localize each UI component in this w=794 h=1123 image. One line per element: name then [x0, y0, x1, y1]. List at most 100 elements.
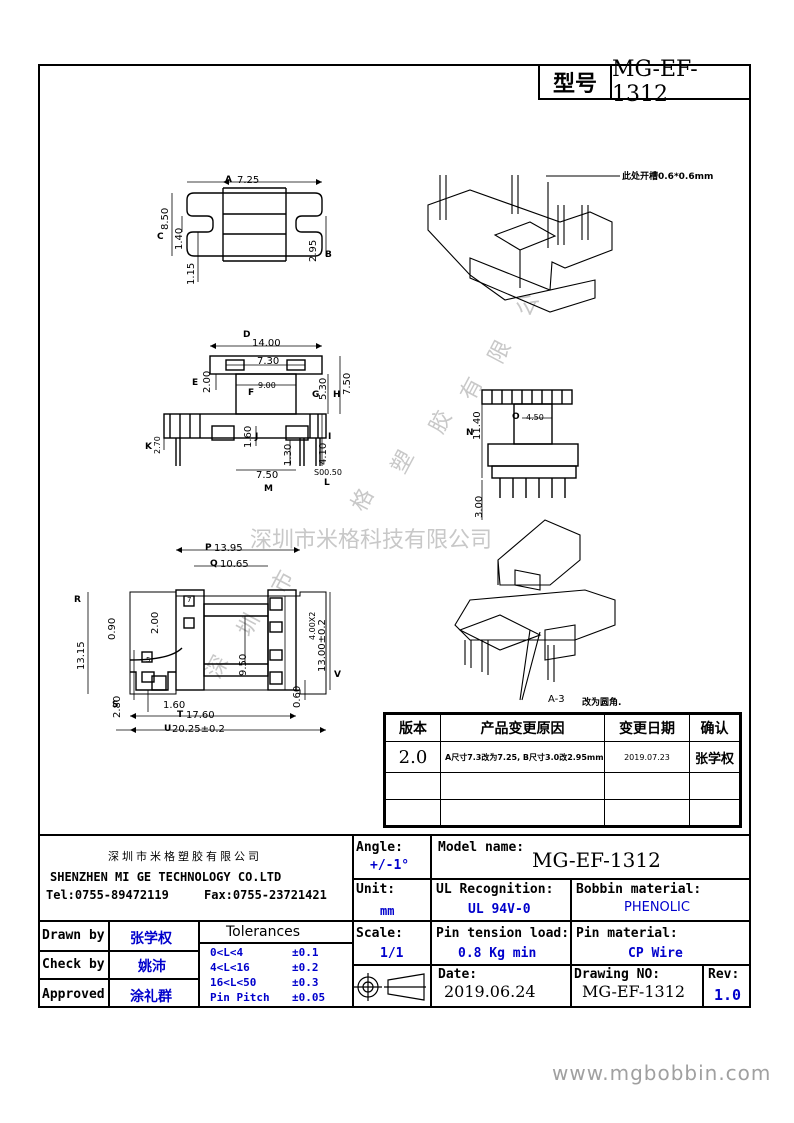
drawing-frame: [38, 64, 751, 1008]
footer-url[interactable]: www.mgbobbin.com: [552, 1061, 772, 1085]
dim-n-side: 11.40: [472, 411, 483, 440]
bobbin-label: Bobbin material:: [576, 882, 702, 897]
pin-material-label: Pin material:: [576, 926, 678, 941]
rev-header-version: 版本: [385, 714, 441, 742]
pin-num-5: 5: [146, 656, 151, 664]
letter-l: L: [324, 478, 330, 488]
side-view-outline: [481, 389, 579, 498]
dim-i: 4.10: [318, 442, 329, 465]
dim-d: 14.00: [252, 338, 281, 349]
bottom-view-outline: [129, 589, 327, 695]
rev-by: 张学权: [689, 741, 740, 773]
dim-e: 2.00: [202, 370, 213, 393]
dim-pin: 3.00: [474, 495, 485, 518]
top-view-outline: [186, 187, 323, 262]
watermark-company: 深圳市米格科技有限公司: [250, 528, 493, 553]
unit-value: mm: [380, 904, 395, 918]
ul-value: UL 94V-0: [468, 902, 531, 917]
tol-value-2: ±0.3: [292, 976, 319, 989]
dim-n: 1.30: [283, 443, 294, 466]
dim-a: 7.25: [237, 175, 260, 186]
letter-c: C: [157, 232, 164, 242]
rev-header-date: 变更日期: [604, 714, 690, 742]
dim-f: 9.00: [258, 381, 276, 390]
rev-date: 2019.07.23: [604, 741, 690, 773]
dim-r: 13.15: [76, 641, 87, 670]
angle-label: Angle:: [356, 840, 403, 855]
check-by: 姚沛: [138, 959, 166, 975]
letter-s: S: [112, 700, 119, 710]
drawing-no-label: Drawing NO:: [574, 967, 661, 982]
letter-u: U: [164, 724, 172, 734]
rev-header-confirm: 确认: [689, 714, 740, 742]
dim-m: 7.50: [256, 470, 279, 481]
chamfer-note: 改为圆角.: [582, 698, 622, 708]
tol-range-1: 4<L<16: [210, 961, 250, 974]
front-view-outline: [163, 355, 327, 466]
letter-b: B: [325, 250, 332, 260]
pin-tension-label: Pin tension load:: [436, 926, 570, 941]
approved-by: 涂礼群: [130, 989, 172, 1005]
approved-label: Approved: [42, 987, 105, 1002]
rev-label: Rev:: [708, 967, 740, 982]
dim-y: 0.90: [107, 617, 118, 640]
iso-view-bottom: [454, 519, 616, 701]
letter-f: F: [248, 388, 255, 398]
company-en: SHENZHEN MI GE TECHNOLOGY CO.LTD: [50, 870, 282, 884]
dim-l: S00.50: [314, 468, 342, 477]
dim-aa: 1.60: [163, 700, 186, 711]
letter-n: N: [466, 428, 474, 438]
type-label: 型号: [540, 66, 612, 98]
letter-d: D: [243, 330, 251, 340]
letter-a: A: [225, 175, 232, 185]
letter-q: Q: [210, 559, 218, 569]
drawn-by-label: Drawn by: [42, 928, 105, 943]
dim-o: 4.50: [526, 413, 544, 422]
tol-range-0: 0<L<4: [210, 946, 244, 959]
rev-value: 1.0: [714, 986, 742, 1004]
letter-i: I: [328, 432, 332, 442]
pin-material-value: CP Wire: [628, 946, 683, 961]
dim-k: 2.70: [153, 436, 162, 454]
slot-note: 此处开槽0.6*0.6mm: [622, 172, 714, 182]
revision-table: 版本 产品变更原因 变更日期 确认 2.0 A尺寸7.3改为7.25, B尺寸3…: [383, 712, 742, 828]
tol-range-3: Pin Pitch: [210, 991, 270, 1004]
check-by-label: Check by: [42, 957, 105, 972]
chamfer-ref: A-3: [548, 694, 565, 705]
drawing-no-value: MG-EF-1312: [582, 982, 686, 1001]
dim-j: 1.60: [243, 425, 254, 448]
dim-f2: 7.30: [257, 356, 280, 367]
letter-k: K: [145, 442, 152, 452]
scale-value: 1/1: [380, 946, 404, 961]
dim-p: 13.95: [214, 543, 243, 554]
letter-g: G: [312, 390, 320, 400]
dim-u: 20.25±0.2: [172, 724, 225, 735]
dim-t: 17.60: [186, 710, 215, 721]
dim-c: 8.50: [160, 207, 171, 230]
ul-label: UL Recognition:: [436, 882, 554, 897]
company-fax: Fax:0755-23721421: [204, 888, 327, 902]
tol-value-3: ±0.05: [292, 991, 326, 1004]
projection-symbol: [354, 973, 426, 1001]
bobbin-value: PHENOLIC: [624, 900, 690, 915]
dim-b: 2.95: [308, 239, 319, 262]
company-tel: Tel:0755-89472119: [46, 888, 169, 902]
dim-h: 7.50: [342, 372, 353, 395]
dim-v: 13.00±0.2: [317, 619, 328, 672]
rev-reason: A尺寸7.3改为7.25, B尺寸3.0改2.95mm: [440, 741, 605, 773]
model-name: MG-EF-1312: [532, 848, 661, 872]
unit-label: Unit:: [356, 882, 396, 897]
dim-g: 5.30: [318, 377, 329, 400]
angle-value: +/-1°: [370, 858, 410, 873]
tolerances-label: Tolerances: [226, 924, 301, 940]
dim-c2: 1.40: [174, 227, 185, 250]
drawn-by: 张学权: [130, 931, 172, 947]
letter-t: T: [177, 710, 184, 720]
dim-w: 9.50: [238, 653, 249, 676]
rev-header-reason: 产品变更原因: [440, 714, 605, 742]
letter-j: J: [255, 432, 259, 442]
scale-label: Scale:: [356, 926, 403, 941]
tol-value-0: ±0.1: [292, 946, 319, 959]
title-block: 深圳市米格塑胶有限公司 SHENZHEN MI GE TECHNOLOGY CO…: [38, 834, 751, 1008]
